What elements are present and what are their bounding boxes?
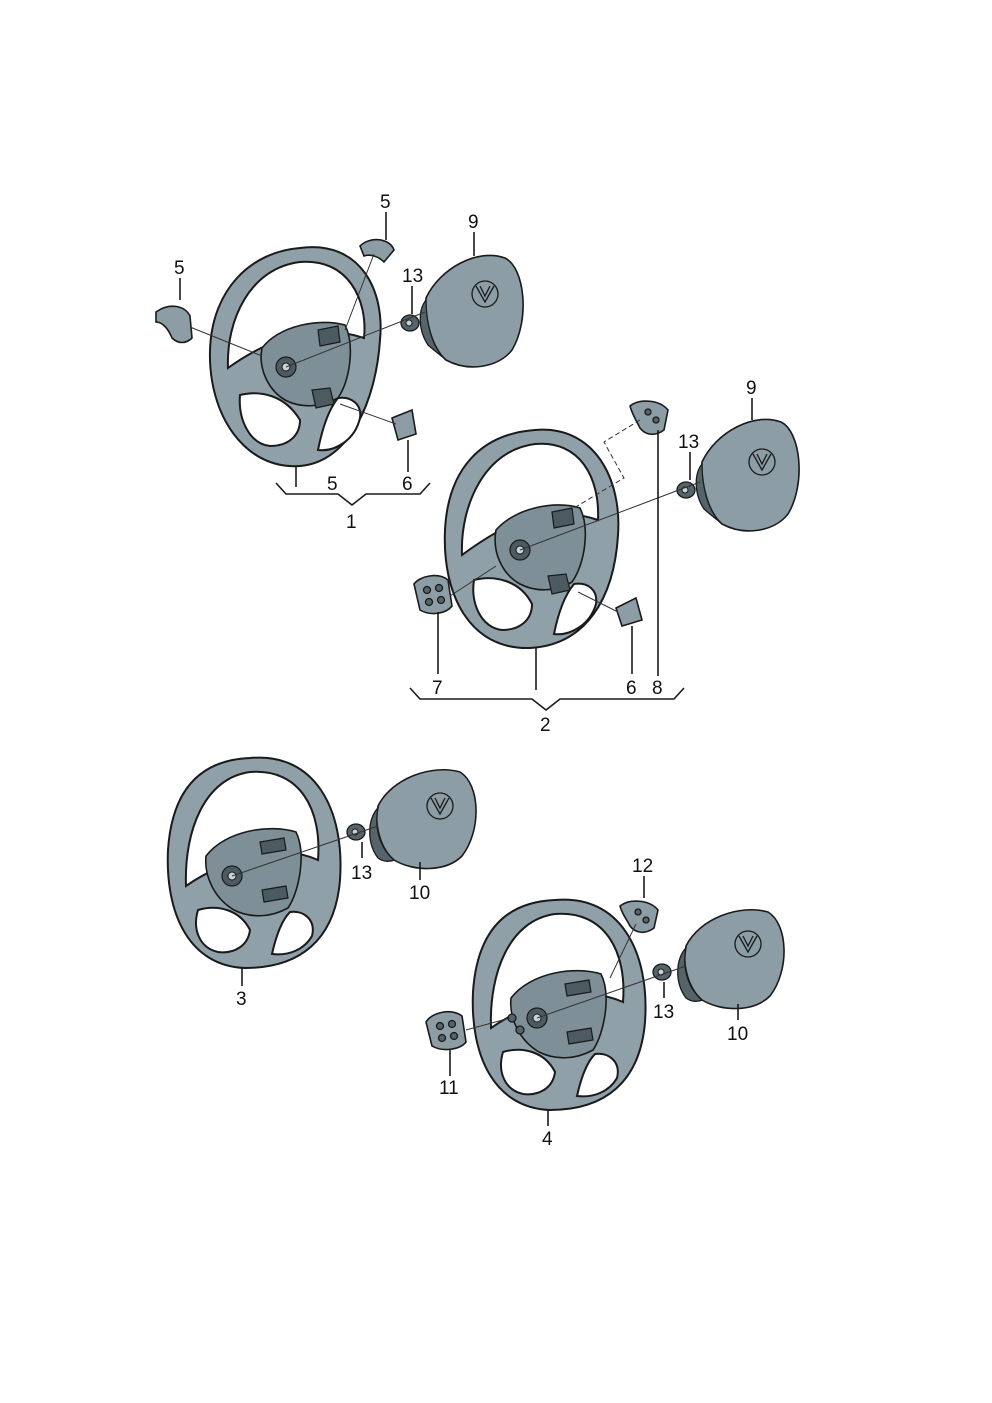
label-1: 1 [346,512,357,533]
airbag-9-mid [695,418,800,532]
trim-cover-6-mid [615,596,643,627]
bolt-13-top [400,314,420,332]
label-6-top: 6 [402,474,413,495]
label-5-top: 5 [380,192,391,213]
label-5-bottom: 5 [327,474,338,495]
trim-cover-5-left [155,305,193,344]
label-6-mid: 6 [626,678,637,699]
steering-wheel-3 [166,756,342,970]
label-8: 8 [652,678,663,699]
label-7: 7 [432,678,443,699]
switch-module-12 [619,900,659,934]
label-13-right: 13 [653,1002,674,1023]
label-10-right: 10 [727,1024,748,1045]
steering-wheel-1 [208,246,382,468]
label-11: 11 [439,1078,459,1099]
airbag-10-left [369,768,477,870]
switch-module-7 [413,574,453,615]
trim-cover-5-right [359,238,395,264]
switch-module-11 [425,1010,467,1051]
label-9-mid: 9 [746,378,757,399]
steering-wheel-4 [471,898,647,1112]
label-13-left: 13 [351,863,372,884]
label-9-top: 9 [468,212,479,233]
label-3: 3 [236,989,247,1010]
label-5-left: 5 [174,258,185,279]
airbag-9-top [419,254,524,368]
steering-wheel-2 [443,428,620,650]
trim-cover-6 [391,408,417,442]
bolt-13-left [346,823,366,841]
label-13-top: 13 [402,266,423,287]
label-12: 12 [632,856,653,877]
label-2: 2 [540,715,551,736]
label-10-left: 10 [409,883,430,904]
label-13-mid: 13 [678,432,699,453]
switch-module-8 [629,400,669,436]
airbag-10-right [677,908,785,1010]
label-4: 4 [542,1129,553,1150]
